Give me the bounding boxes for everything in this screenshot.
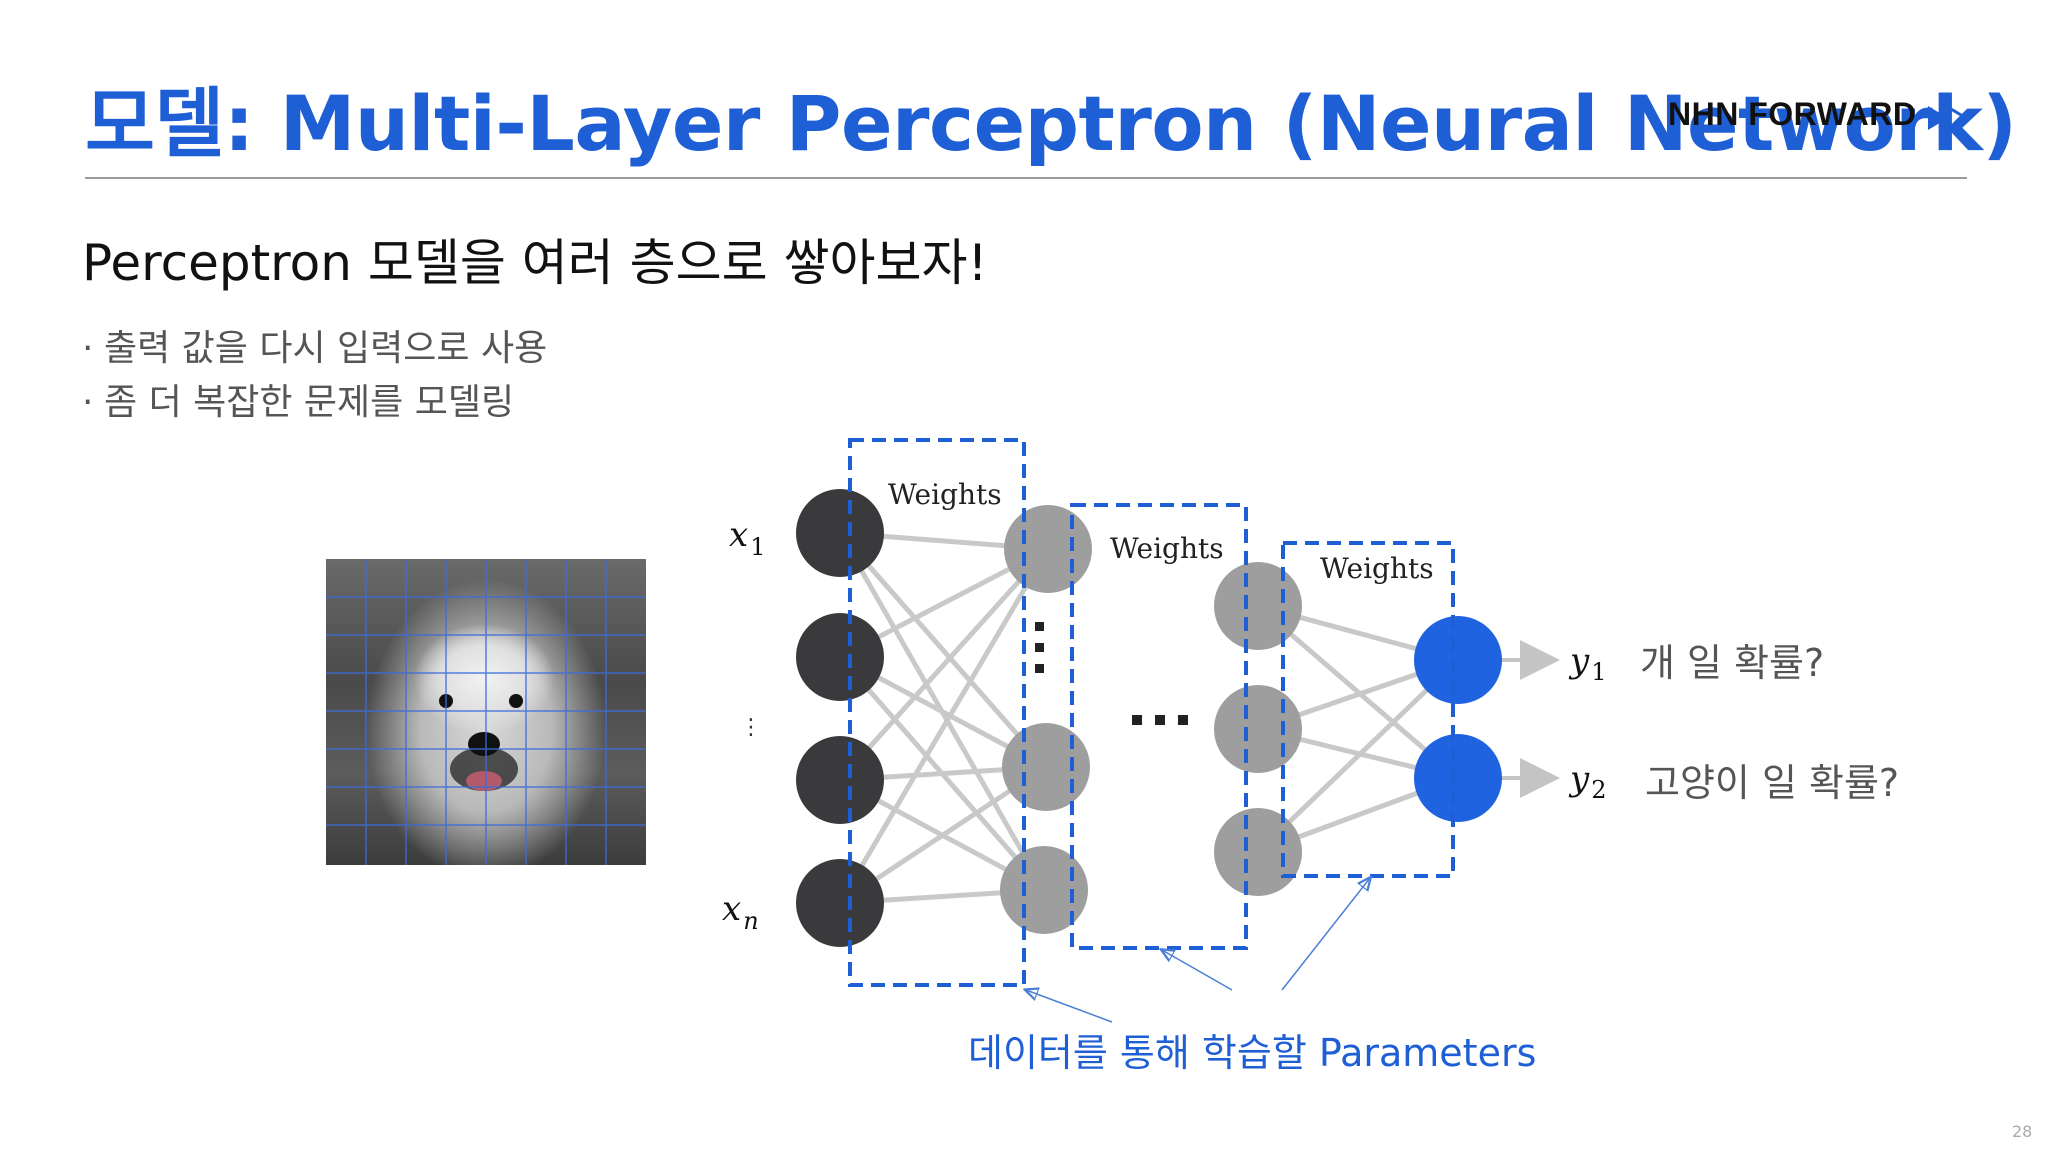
- hidden-node: [1214, 562, 1302, 650]
- input-node: [796, 859, 884, 947]
- hidden-layer-last: [1214, 562, 1302, 896]
- bullet-item: ·출력 값을 다시 입력으로 사용: [82, 328, 548, 369]
- page-title: 모델: Multi-Layer Perceptron (Neural Netwo…: [85, 79, 2017, 168]
- dog-photo: [326, 559, 646, 865]
- bullet-list: ·출력 값을 다시 입력으로 사용 ·좀 더 복잡한 문제를 모델링: [82, 322, 547, 430]
- weights-label-2: Weights: [1110, 532, 1224, 565]
- slide-subtitle: Perceptron 모델을 여러 층으로 쌓아보자!: [82, 234, 988, 292]
- title-divider: [85, 177, 1967, 179]
- input-label-xn: xn: [722, 889, 759, 935]
- hidden-vertical-ellipsis: [1035, 622, 1044, 673]
- hidden-node: [1214, 808, 1302, 896]
- hidden-node: [1002, 723, 1090, 811]
- input-label-x1: x1: [729, 515, 765, 561]
- output-node: [1414, 734, 1502, 822]
- weights-box-1: [848, 438, 1026, 987]
- caption-pointers: [1026, 878, 1370, 1023]
- input-node: [796, 613, 884, 701]
- output-var-y1: y1: [1568, 641, 1607, 686]
- middle-ellipsis: [1132, 715, 1188, 725]
- parameters-caption: 데이터를 통해 학습할 Parameters: [968, 1031, 1536, 1075]
- page-number: 28: [2012, 1122, 2033, 1141]
- weights-box-3: [1281, 541, 1455, 878]
- weights-label-1: Weights: [888, 478, 1002, 511]
- hidden-node: [1004, 505, 1092, 593]
- bullet-item: ·좀 더 복잡한 문제를 모델링: [82, 382, 515, 423]
- input-vertical-ellipsis: ⋮: [740, 715, 762, 740]
- input-node: [796, 489, 884, 577]
- hidden-layer-1: [1000, 505, 1092, 934]
- brand-logo-text: NHN FORWARD: [1668, 96, 1917, 132]
- input-node: [796, 736, 884, 824]
- hidden-node: [1000, 846, 1088, 934]
- input-layer: [796, 489, 884, 947]
- output-label-cat: 고양이 일 확률?: [1645, 761, 1899, 805]
- output-var-y2: y2: [1568, 759, 1607, 804]
- brand-arrows-icon: [1928, 104, 1969, 132]
- hidden-node: [1214, 685, 1302, 773]
- pixel-grid-overlay: [326, 559, 646, 865]
- output-layer: [1414, 616, 1502, 822]
- weights-label-3: Weights: [1320, 552, 1434, 585]
- edges-input-to-hidden1: [837, 530, 1051, 906]
- output-node: [1414, 616, 1502, 704]
- output-label-dog: 개 일 확률?: [1640, 641, 1824, 685]
